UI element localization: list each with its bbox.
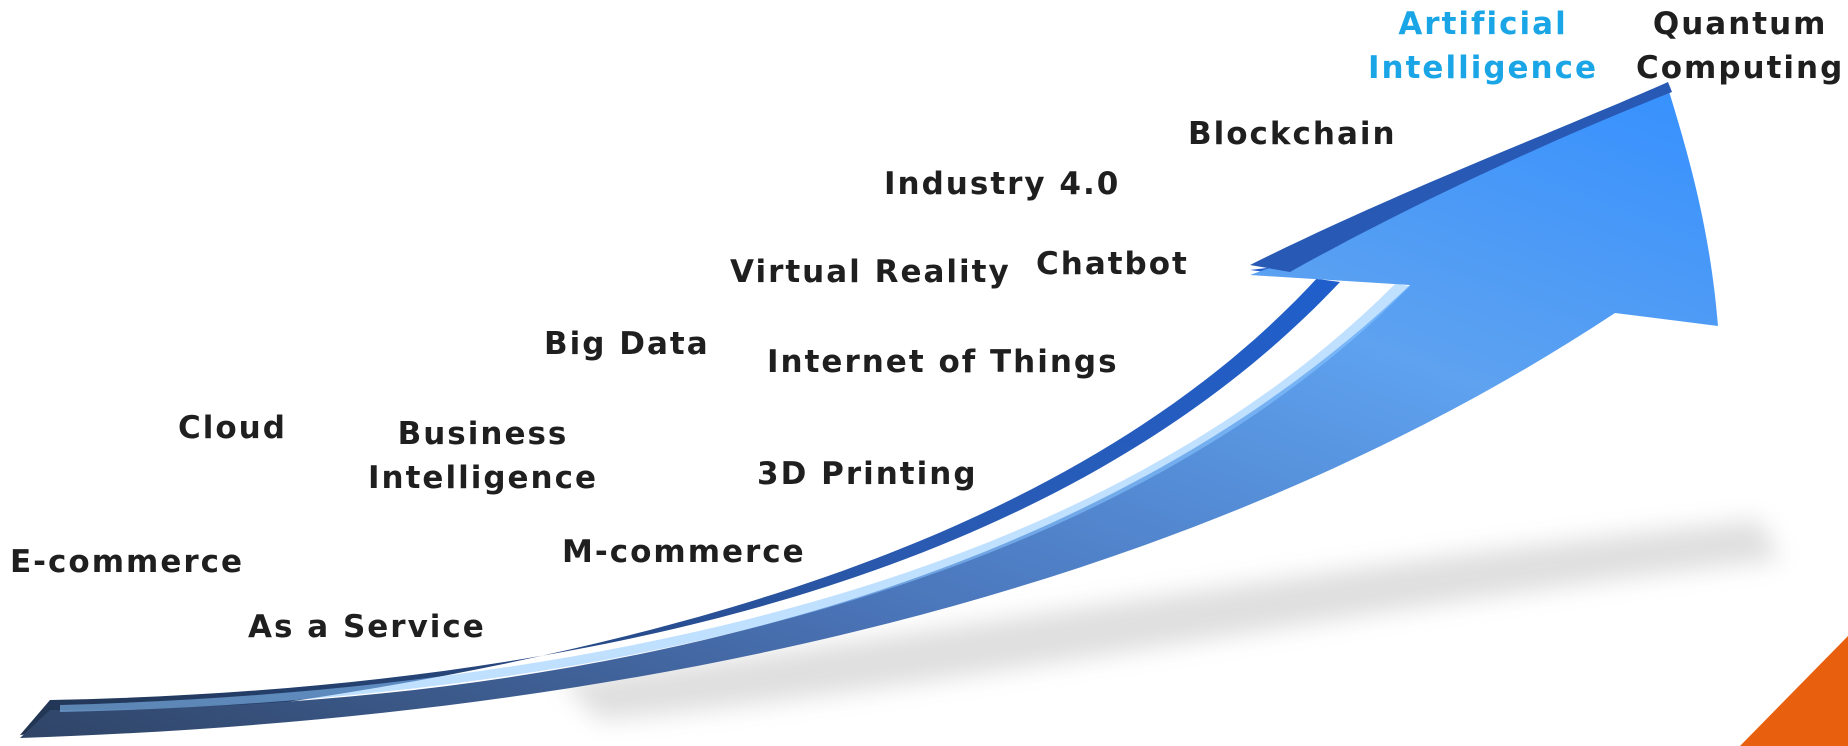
label-quantum-computing: Quantum Computing — [1636, 6, 1845, 86]
arrow-body — [20, 88, 1718, 738]
label-3d-printing: 3D Printing — [757, 456, 978, 492]
label-m-commerce: M-commerce — [562, 534, 806, 570]
label-e-commerce: E-commerce — [10, 544, 245, 580]
arrow-highlight — [60, 284, 1410, 712]
label-internet-of-things: Internet of Things — [767, 344, 1119, 380]
label-artificial-intelligence: Artificial Intelligence — [1368, 6, 1599, 86]
label-industry-4-0: Industry 4.0 — [884, 166, 1121, 202]
label-cloud: Cloud — [178, 410, 287, 446]
label-business-intelligence: Business Intelligence — [368, 416, 599, 496]
label-as-a-service: As a Service — [248, 609, 486, 645]
label-blockchain: Blockchain — [1188, 116, 1397, 152]
label-chatbot: Chatbot — [1036, 246, 1189, 282]
label-virtual-reality: Virtual Reality — [730, 254, 1011, 290]
corner-accent — [1740, 636, 1848, 746]
arrow-shadow — [560, 520, 1780, 720]
arrow-head-bevel — [1250, 82, 1672, 272]
label-big-data: Big Data — [544, 326, 710, 362]
